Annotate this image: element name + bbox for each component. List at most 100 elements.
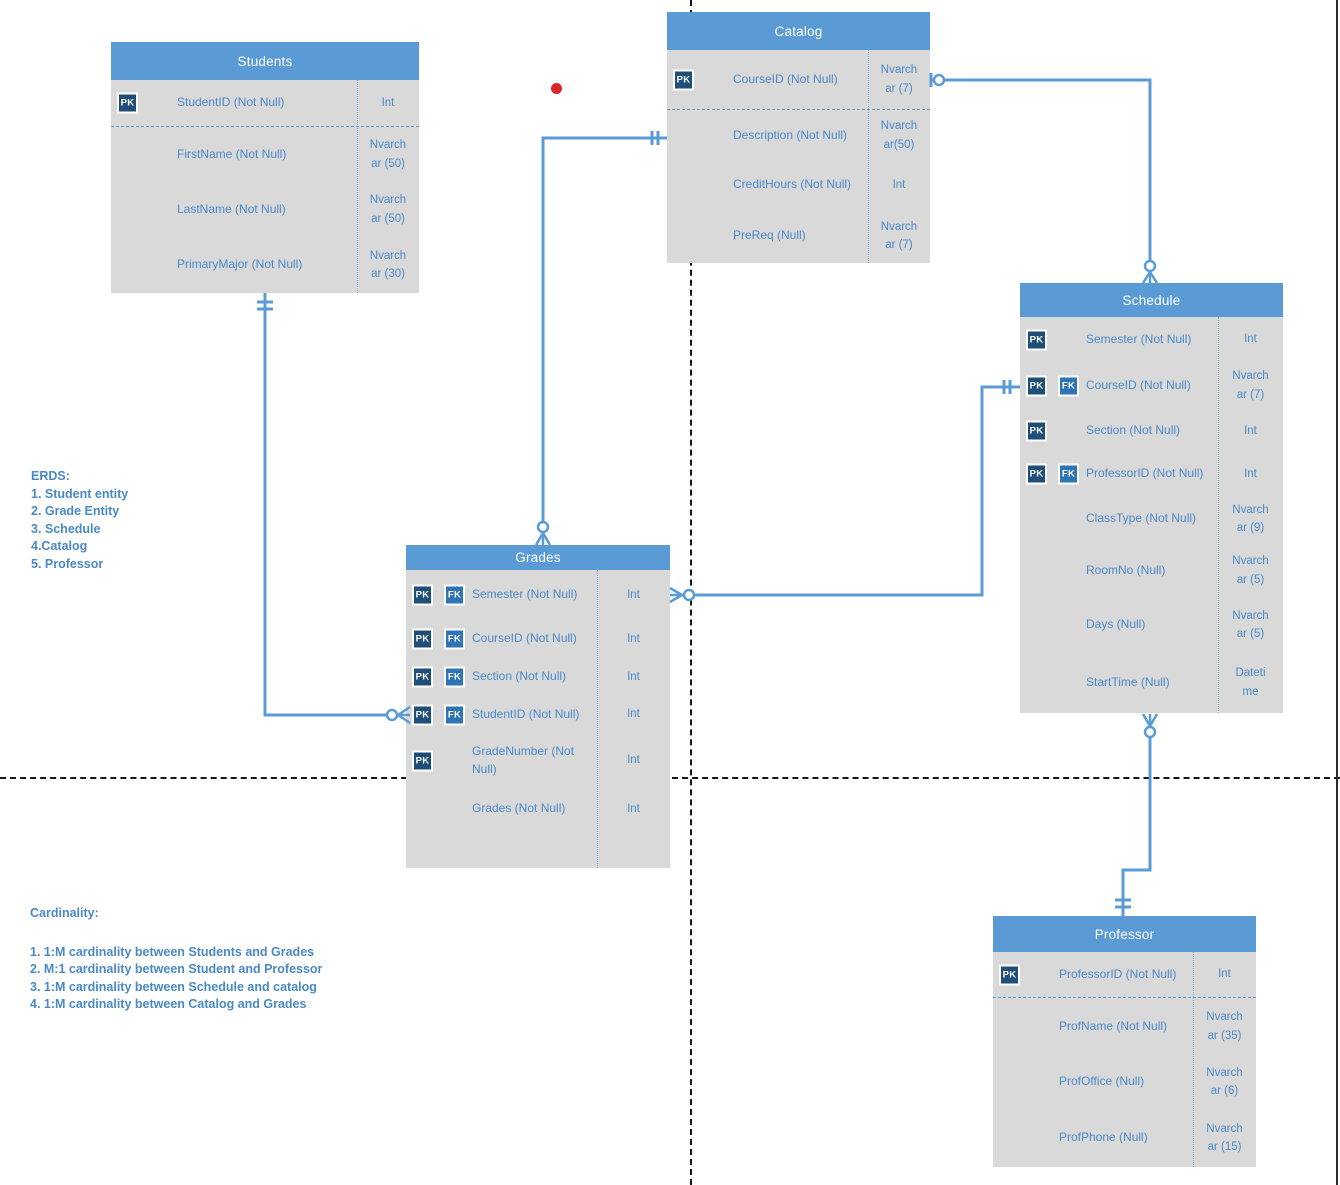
table-row[interactable]: PK ProfessorID (Not Null) Int: [993, 952, 1256, 998]
fk-badge: FK: [444, 666, 465, 688]
table-row[interactable]: Description (Not Null) Nvarchar(50): [667, 110, 930, 161]
table-row[interactable]: ProfPhone (Null) Nvarchar (15): [993, 1109, 1256, 1167]
attribute-type: Nvarchar (7): [880, 220, 918, 251]
attribute-type: Nvarchar (7): [1232, 370, 1269, 401]
column-divider: [1218, 317, 1219, 713]
attribute-type: Nvarchar (15): [1206, 1122, 1243, 1153]
attribute-name: Semester (Not Null): [472, 587, 578, 602]
zero-ring: [536, 520, 550, 534]
table-row[interactable]: PrimaryMajor (Not Null) Nvarchar (30): [111, 237, 419, 293]
attribute-name: PreReq (Null): [733, 228, 806, 243]
attribute-type: Nvarchar (6): [1206, 1066, 1243, 1097]
attribute-type: Nvarchar (9): [1232, 503, 1269, 534]
cardinality-item: 3. 1:M cardinality between Schedule and …: [30, 979, 317, 994]
table-row[interactable]: RoomNo (Null) Nvarchar (5): [1020, 543, 1283, 598]
table-row[interactable]: ProfName (Not Null) Nvarchar (35): [993, 998, 1256, 1055]
page-edge-line: [1336, 0, 1338, 1185]
table-row[interactable]: CreditHours (Not Null) Int: [667, 161, 930, 209]
zero-ring: [682, 588, 696, 602]
attribute-type: Int: [1218, 968, 1231, 981]
attribute-name: LastName (Not Null): [177, 201, 286, 216]
pk-badge: PK: [1026, 375, 1047, 396]
attribute-type: Int: [1244, 467, 1257, 480]
erds-item: 2. Grade Entity: [31, 504, 120, 518]
entity-students[interactable]: Students PK StudentID (Not Null) Int Fir…: [111, 42, 419, 293]
pk-badge: PK: [1026, 329, 1047, 350]
erds-item: 3. Schedule: [31, 521, 101, 536]
pk-badge: PK: [412, 750, 433, 771]
table-row[interactable]: PK FK CourseID (Not Null) Int: [406, 620, 670, 658]
attribute-name: Description (Not Null): [733, 127, 848, 142]
table-row[interactable]: PK GradeNumber (Not Null) Int: [406, 733, 670, 788]
pk-badge: PK: [412, 584, 433, 606]
cardinality-heading: Cardinality:: [30, 906, 99, 920]
pk-badge: PK: [1026, 463, 1047, 485]
erds-item: 1. Student entity: [31, 486, 129, 501]
fk-badge: FK: [444, 584, 465, 606]
table-row[interactable]: StartTime (Null) Datetime: [1020, 652, 1283, 713]
entity-catalog[interactable]: Catalog PK CourseID (Not Null) Nvarchar …: [667, 12, 930, 263]
table-row[interactable]: PK FK Semester (Not Null) Int: [406, 570, 670, 620]
entity-grades[interactable]: Grades PK FK Semester (Not Null) Int PK …: [406, 545, 670, 868]
table-row[interactable]: Grades (Not Null) Int: [406, 788, 670, 830]
red-marker-dot[interactable]: [551, 83, 562, 94]
attribute-type: Nvarchar (5): [1232, 555, 1269, 586]
pk-badge: PK: [412, 628, 433, 650]
attribute-name: Semester (Not Null): [1086, 331, 1192, 346]
attribute-type: Nvarchar(50): [880, 120, 918, 151]
attribute-name: CourseID (Not Null): [1086, 377, 1191, 392]
attribute-name: ClassType (Not Null): [1086, 511, 1197, 526]
attribute-name: CreditHours (Not Null): [733, 177, 852, 192]
entity-title-grades: Grades: [406, 545, 670, 570]
table-row[interactable]: PK Section (Not Null) Int: [1020, 409, 1283, 453]
table-row[interactable]: PK CourseID (Not Null) Nvarchar (7): [667, 50, 930, 110]
cardinality-note[interactable]: Cardinality: 1. 1:M cardinality between …: [30, 905, 322, 1014]
attribute-type: Int: [627, 708, 640, 721]
table-row[interactable]: PreReq (Null) Nvarchar (7): [667, 209, 930, 263]
fk-badge: FK: [444, 628, 465, 650]
attribute-name: Days (Null): [1086, 617, 1146, 632]
attribute-type: Int: [627, 670, 640, 683]
attribute-name: ProfessorID (Not Null): [1086, 466, 1204, 481]
attribute-type: Nvarchar (7): [880, 64, 918, 95]
attribute-type: Int: [627, 754, 640, 767]
entity-title-schedule: Schedule: [1020, 283, 1283, 317]
table-row[interactable]: ClassType (Not Null) Nvarchar (9): [1020, 495, 1283, 543]
table-row[interactable]: FirstName (Not Null) Nvarchar (50): [111, 127, 419, 182]
zero-ring: [1143, 725, 1157, 739]
crows-foot: [1141, 271, 1159, 284]
attribute-type: Nvarchar (50): [369, 139, 407, 170]
attribute-name: CourseID (Not Null): [733, 71, 838, 86]
column-divider: [1193, 952, 1194, 1167]
attribute-name: Section (Not Null): [472, 669, 567, 684]
table-row[interactable]: ProfOffice (Null) Nvarchar (6): [993, 1055, 1256, 1109]
attribute-type: Int: [1244, 333, 1257, 346]
cardinality-item: 2. M:1 cardinality between Student and P…: [30, 962, 323, 976]
attribute-type: Int: [381, 96, 395, 109]
connector-schedule-professor[interactable]: [1115, 713, 1159, 916]
connector-students-grades[interactable]: [257, 293, 411, 725]
table-row[interactable]: PK StudentID (Not Null) Int: [111, 80, 419, 127]
crows-foot: [534, 532, 552, 546]
erds-note[interactable]: ERDS: 1. Student entity 2. Grade Entity …: [31, 468, 128, 573]
table-row[interactable]: LastName (Not Null) Nvarchar (50): [111, 182, 419, 237]
entity-professor[interactable]: Professor PK ProfessorID (Not Null) Int …: [993, 916, 1256, 1167]
attribute-name: Section (Not Null): [1086, 423, 1181, 438]
page-break-horizontal: [0, 777, 1340, 779]
table-row[interactable]: PK FK CourseID (Not Null) Nvarchar (7): [1020, 362, 1283, 409]
table-row[interactable]: PK FK StudentID (Not Null) Int: [406, 696, 670, 733]
connector-grades-catalog[interactable]: [534, 131, 667, 546]
table-row[interactable]: Days (Null) Nvarchar (5): [1020, 598, 1283, 652]
entity-title-catalog: Catalog: [667, 12, 930, 50]
table-row[interactable]: PK FK Section (Not Null) Int: [406, 658, 670, 696]
attribute-type: Int: [627, 632, 640, 645]
column-divider: [597, 570, 598, 868]
connector-catalog-schedule[interactable]: [929, 73, 1159, 284]
pk-badge: PK: [412, 666, 433, 688]
table-row[interactable]: PK Semester (Not Null) Int: [1020, 317, 1283, 362]
attribute-name: StudentID (Not Null): [177, 95, 285, 110]
connector-grades-schedule[interactable]: [669, 380, 1020, 604]
entity-title-professor: Professor: [993, 916, 1256, 952]
table-row[interactable]: PK FK ProfessorID (Not Null) Int: [1020, 453, 1283, 495]
entity-schedule[interactable]: Schedule PK Semester (Not Null) Int PK F…: [1020, 283, 1283, 713]
